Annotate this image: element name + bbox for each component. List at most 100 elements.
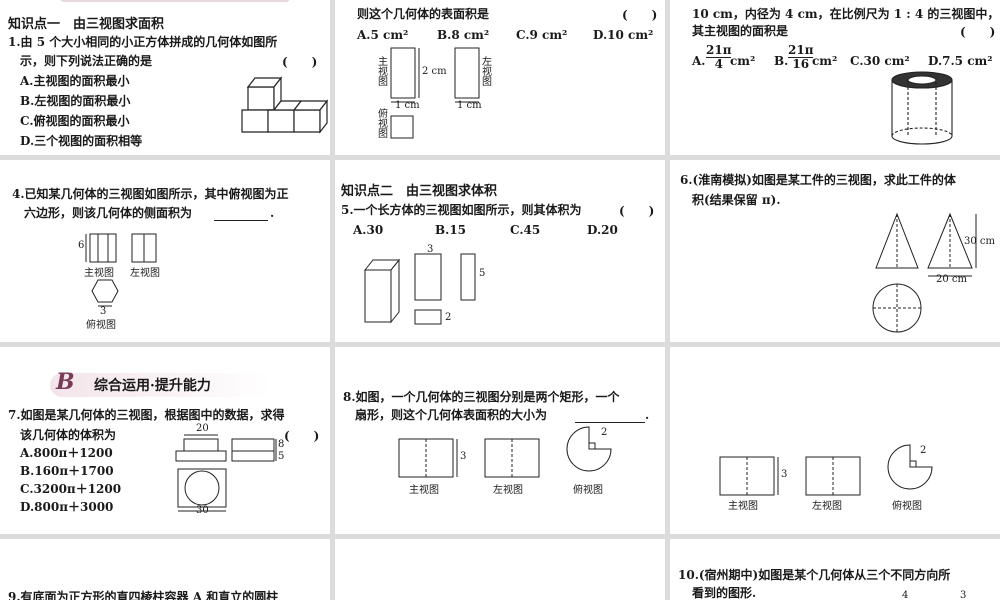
left-view-label: 左视图	[493, 485, 523, 496]
option-d[interactable]: D.三个视图的面积相等	[20, 134, 143, 148]
panel-q10: 10.(宿州期中)如图是某个几何体从三个不同方向所 看到的图形. 4 3	[670, 539, 1000, 600]
option-d[interactable]: D.800π＋3000	[20, 500, 114, 514]
option-b[interactable]: B.15	[435, 223, 467, 237]
dim-3: 3	[100, 306, 107, 317]
question-end: .	[645, 408, 650, 422]
question-end: .	[270, 206, 275, 220]
cube-figure	[241, 76, 329, 134]
left-view-label: 左 视 图	[482, 57, 492, 88]
option-c[interactable]: C.9 cm²	[516, 28, 568, 42]
answer-paren: ( )	[622, 8, 658, 22]
question-text: 4.已知某几何体的三视图如图所示，其中俯视图为正	[12, 187, 289, 201]
hollow-cylinder-figure	[891, 71, 953, 145]
option-b[interactable]: B.左视图的面积最小	[20, 94, 131, 108]
dim-30: 30	[196, 505, 209, 516]
option-b-denominator: 16	[792, 57, 810, 71]
section-badge: B	[56, 369, 75, 395]
option-c[interactable]: C.3200π＋1200	[20, 482, 122, 496]
cylinder-cuboid-views	[175, 434, 277, 512]
left-view-label: 左视图	[130, 268, 160, 279]
top-view-label: 俯视图	[892, 501, 922, 512]
panel-q-surface: 则这个几何体的表面积是 ( ) A.5 cm² B.8 cm² C.9 cm² …	[335, 0, 665, 155]
answer-paren: ( )	[960, 25, 996, 39]
dim-5: 5	[479, 268, 486, 279]
answer-paren: ( )	[284, 429, 320, 443]
panel-blank	[335, 539, 665, 600]
panel-q1: 知识点一 由三视图求面积 1.由 5 个大小相同的小正方体拼成的几何体如图所 示…	[0, 0, 330, 155]
dim-2: 2	[601, 427, 608, 438]
dim-20: 20	[196, 423, 209, 434]
option-b[interactable]: B.160π＋1700	[20, 464, 114, 478]
question-text: 6.(淮南模拟)如图是某工件的三视图，求此工件的体	[680, 173, 956, 187]
hexagon-prism-views	[85, 233, 157, 307]
dim-3: 3	[781, 469, 788, 480]
section-title: 综合运用·提升能力	[94, 378, 211, 394]
question-text-cont: 六边形，则该几何体的侧面积为	[24, 206, 193, 220]
option-a-unit: cm²	[730, 54, 756, 68]
panel-q5: 知识点二 由三视图求体积 5.一个长方体的三视图如图所示，则其体积为 ( ) A…	[335, 160, 665, 342]
main-view-label: 主视图	[409, 485, 439, 496]
question-text: 5.一个长方体的三视图如图所示，则其体积为	[341, 203, 582, 217]
dim-width-main: 1 cm	[395, 100, 420, 111]
panel-q4: 4.已知某几何体的三视图如图所示，其中俯视图为正 六边形，则该几何体的侧面积为 …	[0, 160, 330, 342]
left-view-label: 左视图	[812, 501, 842, 512]
dim-3: 3	[460, 451, 467, 462]
section-title: 知识点二 由三视图求体积	[341, 184, 498, 199]
cone-views	[872, 212, 977, 333]
panel-q6: 6.(淮南模拟)如图是某工件的三视图，求此工件的体 积(结果保留 π). 30 …	[670, 160, 1000, 342]
three-view-figure	[390, 47, 480, 139]
panel-q9: 9.有底面为正方形的直四棱柱容器 A 和直立的圆柱	[0, 539, 330, 600]
question-text: 7.如图是某几何体的三视图，根据图中的数据，求得	[8, 408, 285, 422]
question-text: 10.(宿州期中)如图是某个几何体从三个不同方向所	[678, 568, 951, 582]
option-a-numerator: 21π	[706, 43, 732, 58]
panel-q-scale: 10 cm，内径为 4 cm，在比例尺为 1 : 4 的三视图中， 其主视图的面…	[670, 0, 1000, 155]
main-view-label: 主 视 图	[378, 57, 388, 88]
panel-q8: 8.如图，一个几何体的三视图分别是两个矩形，一个 扇形，则这个几何体表面积的大小…	[335, 347, 665, 534]
question-text-cont: 积(结果保留 π).	[692, 193, 781, 207]
dim-height: 30 cm	[964, 236, 995, 247]
option-a[interactable]: A.800π＋1200	[20, 446, 113, 460]
dim-width: 20 cm	[936, 274, 967, 285]
option-a[interactable]: A.5 cm²	[357, 28, 409, 42]
question-text: 1.由 5 个大小相同的小正方体拼成的几何体如图所	[8, 35, 278, 49]
dim-2: 2	[920, 445, 927, 456]
main-view-label: 主视图	[84, 268, 114, 279]
option-b[interactable]: B.8 cm²	[437, 28, 490, 42]
dim-5: 5	[278, 451, 285, 462]
answer-blank[interactable]	[214, 220, 268, 221]
option-c[interactable]: C.45	[510, 223, 541, 237]
option-a[interactable]: A.	[692, 53, 706, 69]
option-d[interactable]: D.7.5 cm²	[928, 54, 993, 68]
option-c[interactable]: C.俯视图的面积最小	[20, 114, 130, 128]
dim-3: 3	[960, 590, 967, 600]
question-text: 8.如图，一个几何体的三视图分别是两个矩形，一个	[343, 390, 620, 404]
option-a-denominator: 4	[714, 57, 723, 71]
option-c[interactable]: C.30 cm²	[850, 54, 910, 68]
top-view-label: 俯 视 图	[378, 109, 388, 140]
option-a[interactable]: A.主视图的面积最小	[20, 74, 130, 88]
sector-views	[398, 426, 612, 478]
cuboid-views	[363, 253, 476, 325]
question-text-cont: 示，则下列说法正确的是	[20, 54, 153, 68]
option-b-unit: cm²	[812, 54, 838, 68]
option-a[interactable]: A.30	[353, 223, 384, 237]
option-d[interactable]: D.10 cm²	[593, 28, 654, 42]
panel-q7: B 综合运用·提升能力 7.如图是某几何体的三视图，根据图中的数据，求得 该几何…	[0, 347, 330, 534]
section-banner	[50, 373, 270, 397]
option-d[interactable]: D.20	[587, 223, 618, 237]
option-b[interactable]: B.	[774, 53, 788, 69]
sector-views-answer	[719, 444, 933, 496]
option-a-letter: A.	[692, 54, 706, 68]
question-text: 9.有底面为正方形的直四棱柱容器 A 和直立的圆柱	[8, 590, 279, 600]
panel-q8-answer: 3 2 主视图 左视图 俯视图	[670, 347, 1000, 534]
option-a-fraction: 21π 4	[706, 43, 732, 71]
dim-8: 8	[278, 439, 285, 450]
answer-blank[interactable]	[575, 422, 645, 423]
option-b-fraction: 21π 16	[788, 44, 814, 71]
top-view-label: 俯视图	[86, 320, 116, 331]
section-title: 知识点一 由三视图求面积	[8, 17, 165, 32]
answer-paren: ( )	[619, 204, 655, 218]
question-text-cont: 其主视图的面积是	[692, 24, 789, 38]
answer-paren: ( )	[282, 55, 318, 69]
question-text: 则这个几何体的表面积是	[357, 7, 490, 21]
